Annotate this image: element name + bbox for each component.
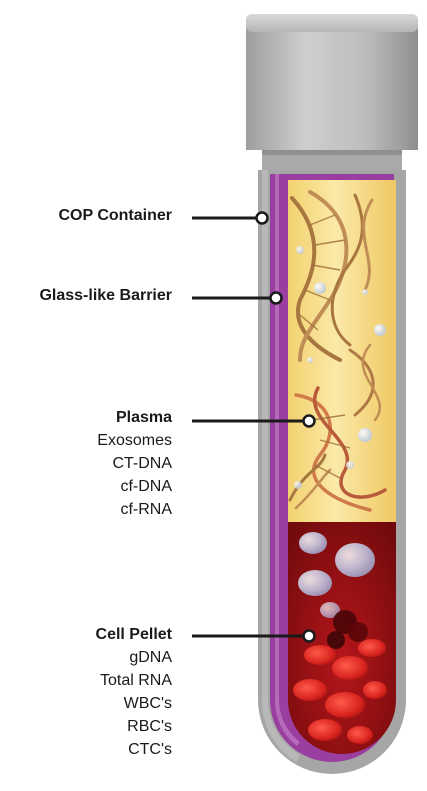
exosome-bubbles: [294, 246, 386, 489]
cell-pellet-item: Total RNA: [99, 672, 172, 689]
cell-pellet-title: Cell Pellet: [95, 626, 172, 643]
plasma-item: cf-RNA: [120, 501, 172, 518]
dna-helix-icon: [288, 190, 387, 512]
cell-pellet-item: WBC's: [123, 695, 172, 712]
label-plasma: Plasma Exosomes CT-DNA cf-DNA cf-RNA: [97, 407, 172, 521]
plasma-title: Plasma: [115, 409, 172, 426]
plasma-layer: [288, 180, 396, 524]
plasma-item: cf-DNA: [120, 478, 172, 495]
red-blood-cells: [293, 639, 387, 744]
plasma-item: CT-DNA: [112, 455, 172, 472]
cell-pellet-item: RBC's: [127, 718, 172, 735]
label-glass-like-barrier: Glass-like Barrier: [39, 285, 172, 307]
callout-lines: [192, 211, 316, 643]
label-cop-container: COP Container: [59, 205, 173, 227]
cop-container-title: COP Container: [58, 207, 173, 224]
cell-pellet-item: gDNA: [129, 649, 172, 666]
cell-pellet-item: CTC's: [128, 741, 172, 758]
plasma-item: Exosomes: [97, 432, 172, 449]
white-blood-cells: [298, 532, 375, 618]
glass-like-barrier-title: Glass-like Barrier: [39, 287, 172, 304]
ctc-cluster: [327, 610, 368, 649]
label-cell-pellet: Cell Pellet gDNA Total RNA WBC's RBC's C…: [96, 624, 172, 761]
tube-cap: [246, 14, 418, 178]
